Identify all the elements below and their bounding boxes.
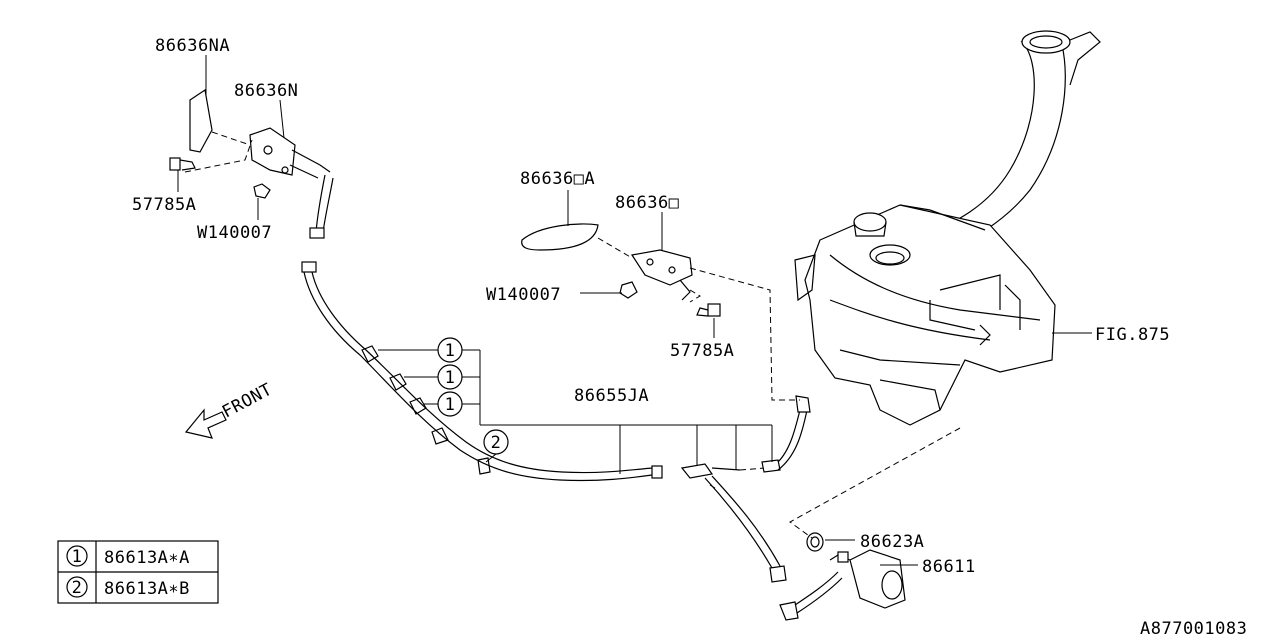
callout-nozzle-cap-left: 86636NA [155, 36, 230, 56]
clip-marker-1a: 1 [437, 337, 463, 363]
clip-marker-1b-label: 1 [445, 368, 456, 388]
callout-pump: 86611 [922, 557, 976, 577]
clip-marker-1a-label: 1 [445, 341, 456, 361]
callout-hose-assy: 86655JA [574, 386, 649, 406]
legend-row: 2 86613A∗B [66, 576, 190, 599]
callout-nozzle-left: 86636N [234, 81, 298, 101]
clip-marker-1b: 1 [437, 364, 463, 390]
callout-clip-left: W140007 [197, 223, 272, 243]
front-label: FRONT [219, 380, 276, 423]
washer-tank [794, 30, 1101, 426]
legend-row: 1 86613A∗A [66, 545, 190, 568]
dashed-guides [184, 131, 961, 539]
bolt-left [169, 157, 196, 171]
callout-grommet: 86623A [860, 532, 924, 552]
legend-part: 86613A∗B [104, 579, 190, 599]
clip-right [619, 281, 638, 299]
clip-marker-2: 2 [483, 429, 509, 455]
legend-marker: 1 [72, 547, 83, 567]
legend-part: 86613A∗A [104, 548, 190, 568]
callout-fig-ref: FIG.875 [1095, 325, 1170, 345]
leader-lines [177, 55, 1092, 566]
callout-bolt-left: 57785A [132, 195, 196, 215]
clip-marker-1c-label: 1 [445, 395, 456, 415]
legend-table: 1 86613A∗A 2 86613A∗B [57, 540, 219, 604]
callout-nozzle-right: 86636□ [615, 193, 680, 213]
washer-hose [301, 174, 843, 621]
nozzle-right [631, 249, 693, 301]
clip-marker-2-label: 2 [491, 433, 502, 453]
nozzle-left [249, 127, 331, 179]
callout-nozzle-cap-right: 86636□A [520, 169, 595, 189]
bolt-right [696, 303, 721, 317]
legend-marker: 2 [72, 578, 83, 598]
front-arrow-icon: FRONT [184, 380, 276, 439]
callout-clip-right: W140007 [486, 285, 561, 305]
nozzle-cap-right [521, 223, 599, 251]
nozzle-cap-left [189, 88, 213, 153]
clip-left [253, 183, 271, 199]
diagram-id: A877001083 [1140, 619, 1247, 639]
grommet [806, 532, 824, 552]
clip-marker-1c: 1 [437, 391, 463, 417]
callout-bolt-right: 57785A [670, 341, 734, 361]
